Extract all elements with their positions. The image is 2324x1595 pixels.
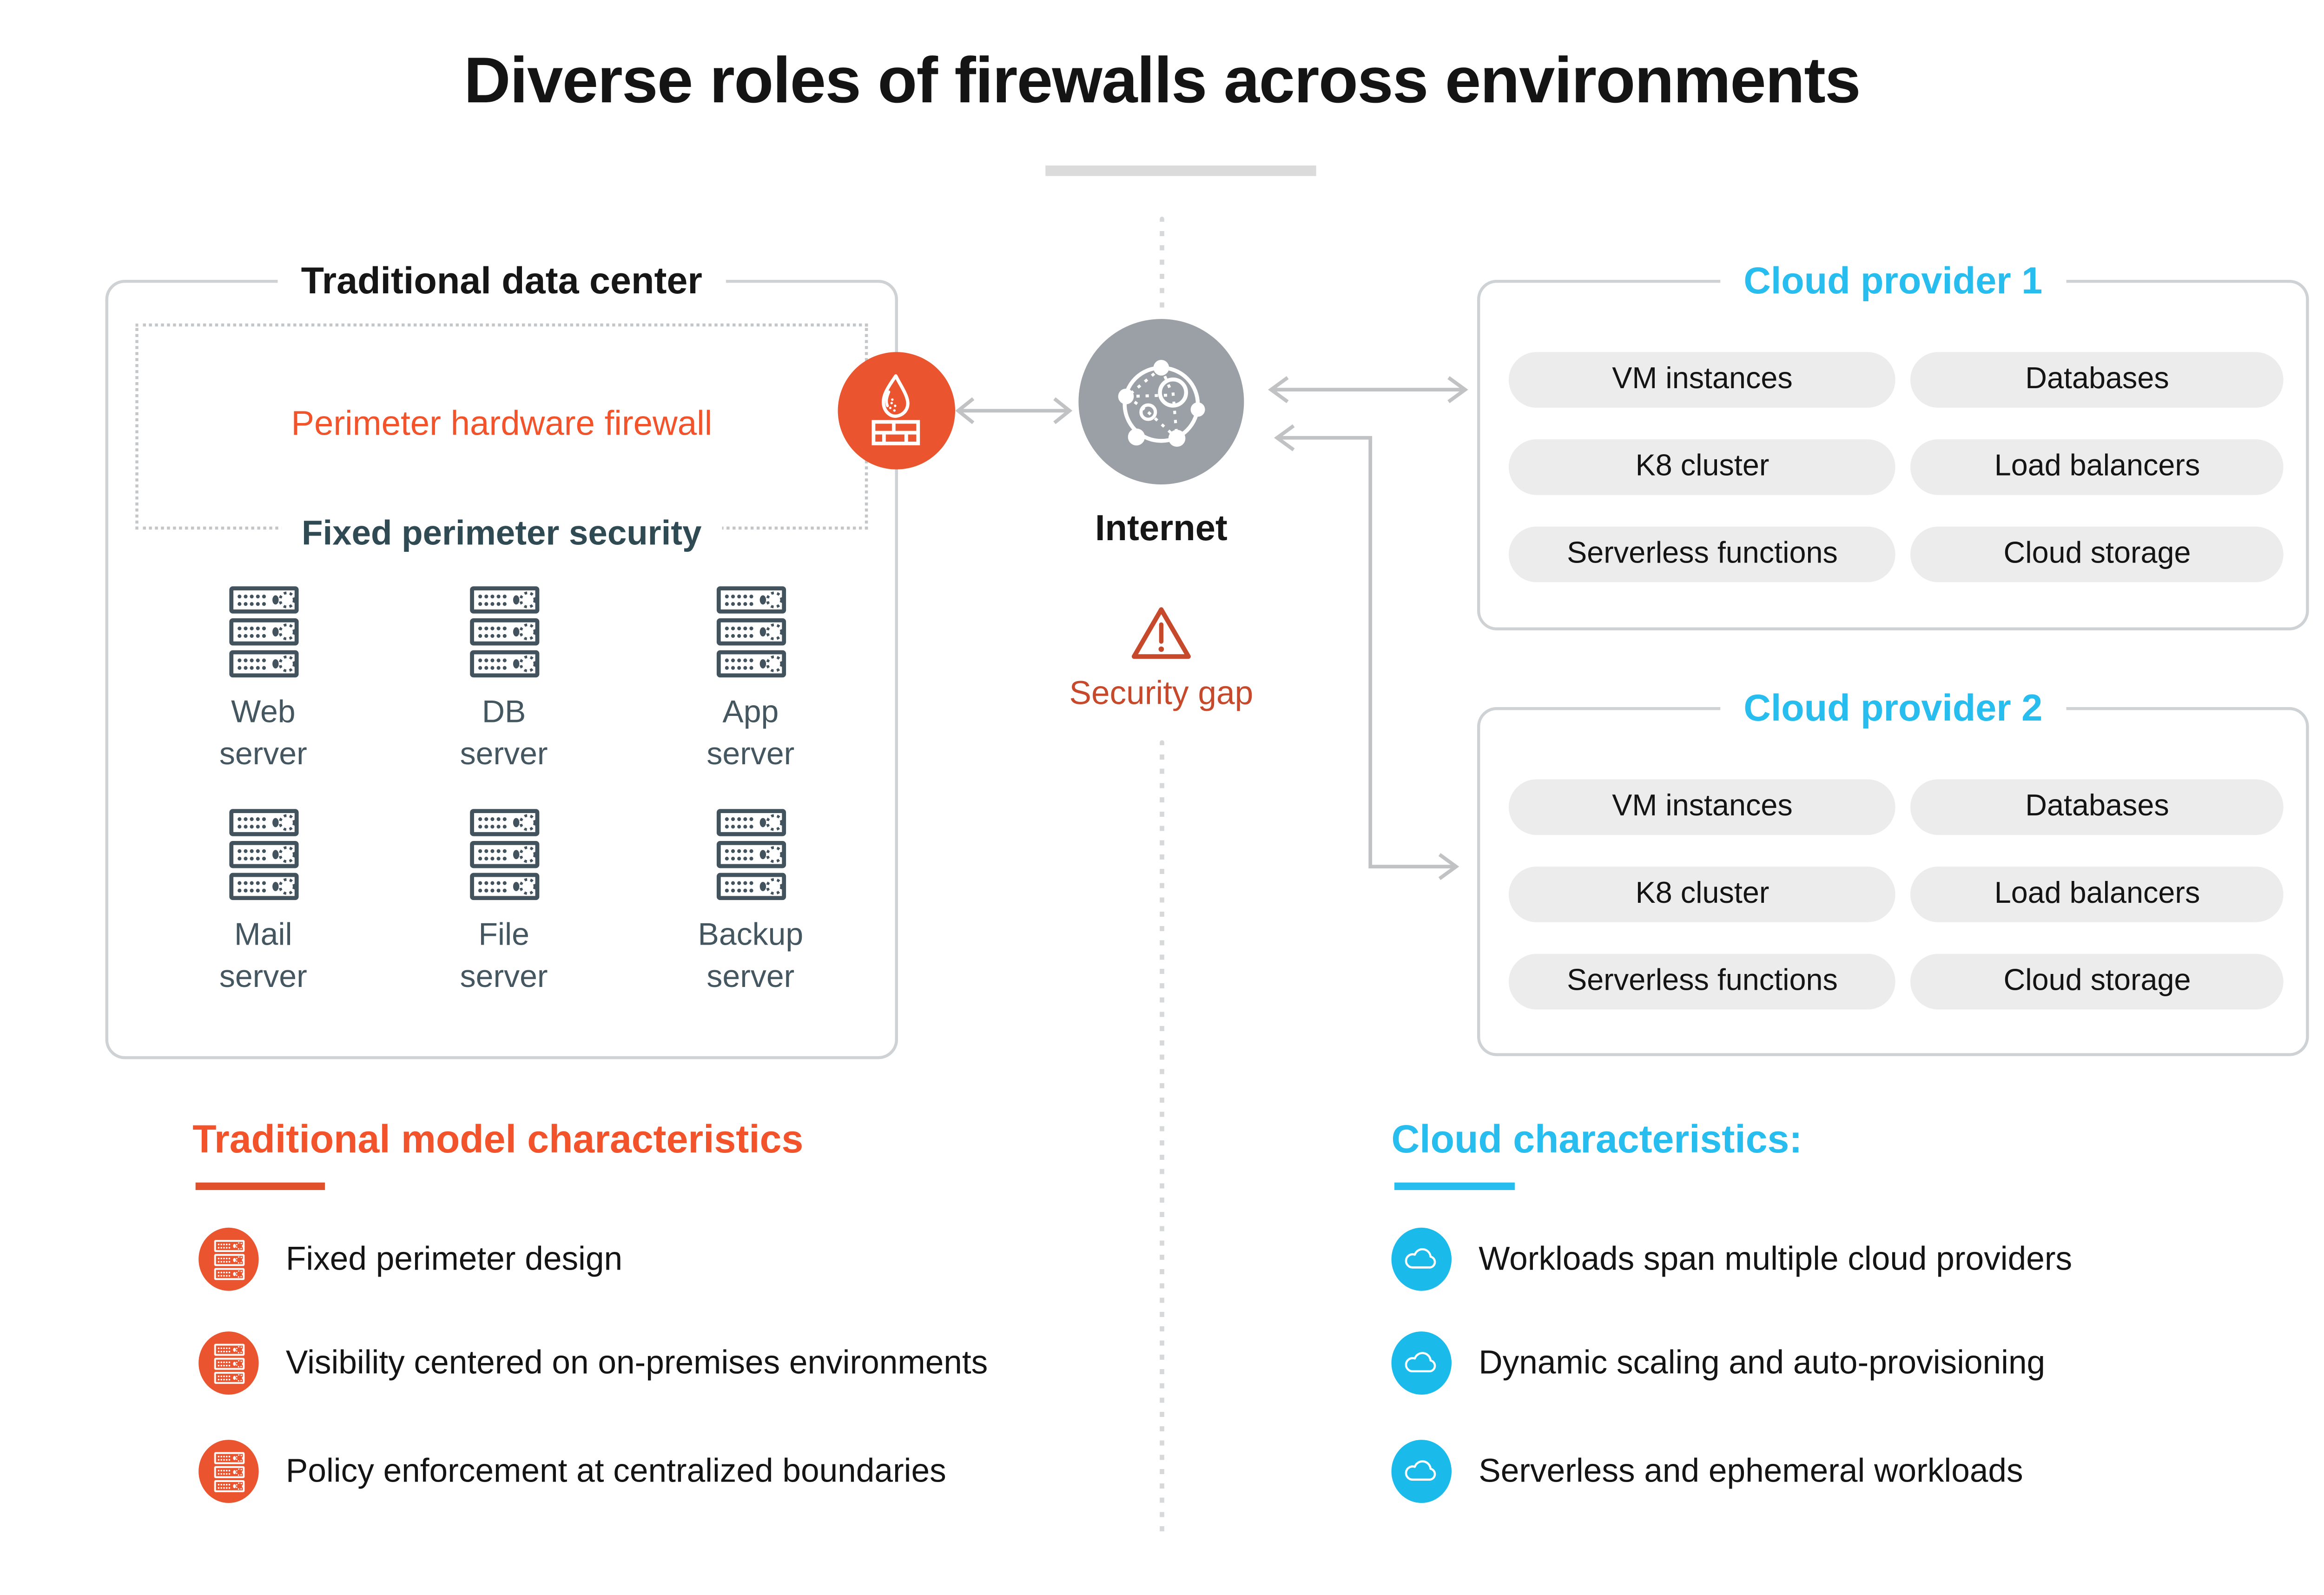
traditional-data-center-box: Traditional data center Perimeter hardwa… [105,257,898,1059]
list-item: Dynamic scaling and auto-provisioning [1391,1330,2046,1396]
server-rack-icon [228,584,298,680]
server-label: App server [706,695,795,772]
arrow-firewall-internet [955,397,1073,424]
internet-node [1078,319,1244,485]
server-rack-icon [228,807,298,903]
perimeter-firewall-label: Perimeter hardware firewall [291,403,713,443]
server-item: App server [660,584,841,775]
arrow-internet-cloud2 [1274,424,1459,880]
list-item-label: Dynamic scaling and auto-provisioning [1479,1343,2046,1381]
cloud-provider-2-box: Cloud provider 2 VM instances Databases … [1477,684,2309,1056]
server-bullet-icon [198,1227,259,1291]
service-pill: Load balancers [1911,439,2284,495]
cloud-characteristics-underline [1394,1182,1515,1190]
service-pill: VM instances [1508,779,1896,835]
title-divider [1045,165,1316,176]
cloud-bullet-icon [1391,1331,1452,1395]
internet-network-icon [1112,352,1211,451]
security-gap-label: Security gap [1069,674,1254,712]
server-rack-icon [715,584,786,680]
service-pill: Databases [1911,352,2284,408]
service-pill: Cloud storage [1911,953,2284,1010]
list-item: Workloads span multiple cloud providers [1391,1226,2073,1292]
cloud-provider-1-title: Cloud provider 1 [1719,257,2067,305]
cloud-characteristics-title: Cloud characteristics: [1391,1116,1802,1162]
traditional-characteristics-title: Traditional model characteristics [192,1116,804,1162]
server-rack-icon [715,807,786,903]
list-item-label: Policy enforcement at centralized bounda… [285,1451,946,1489]
list-item: Policy enforcement at centralized bounda… [198,1438,946,1504]
server-label: Web server [219,695,307,772]
list-item-label: Fixed perimeter design [285,1239,623,1277]
server-item: DB server [414,584,594,775]
list-item-label: Serverless and ephemeral workloads [1479,1451,2023,1489]
server-label: Mail server [219,918,307,994]
cloud-bullet-icon [1391,1227,1452,1291]
server-rack-icon [469,584,539,680]
list-item: Serverless and ephemeral workloads [1391,1438,2023,1504]
center-dashed-line-top [1160,217,1164,316]
list-item: Fixed perimeter design [198,1226,622,1292]
perimeter-dotted-box: Perimeter hardware firewall Fixed perime… [135,323,868,554]
perimeter-firewall-node [838,352,956,470]
server-item: File server [414,807,594,998]
list-item: Visibility centered on on-premises envir… [198,1330,988,1396]
traditional-data-center-title: Traditional data center [277,257,726,305]
service-pill: K8 cluster [1508,439,1896,495]
server-label: File server [460,918,548,994]
cloud-provider-1-box: Cloud provider 1 VM instances Databases … [1477,257,2309,630]
server-label: Backup server [698,918,804,994]
service-pill: Cloud storage [1911,526,2284,582]
service-pill: K8 cluster [1508,867,1896,922]
list-item-label: Workloads span multiple cloud providers [1479,1239,2073,1277]
service-pill: Serverless functions [1508,526,1896,582]
fixed-perimeter-security-label: Fixed perimeter security [280,513,723,554]
traditional-characteristics-underline [195,1182,325,1190]
cloud-provider-1-services: VM instances Databases K8 cluster Load b… [1508,352,2284,582]
firewall-icon [862,373,931,449]
warning-icon [1129,605,1193,662]
internet-label: Internet [1095,508,1228,549]
service-pill: Databases [1911,779,2284,835]
server-bullet-icon [198,1331,259,1395]
server-label: DB server [460,695,548,772]
arrow-internet-cloud1 [1268,376,1468,404]
service-pill: Load balancers [1911,867,2284,922]
service-pill: VM instances [1508,352,1896,408]
server-item: Mail server [173,807,353,998]
cloud-provider-2-title: Cloud provider 2 [1719,684,2067,733]
server-bullet-icon [198,1440,259,1503]
cloud-bullet-icon [1391,1440,1452,1503]
list-item-label: Visibility centered on on-premises envir… [285,1343,988,1381]
service-pill: Serverless functions [1508,953,1896,1010]
cloud-provider-2-services: VM instances Databases K8 cluster Load b… [1508,779,2284,1010]
page-title: Diverse roles of firewalls across enviro… [464,45,1861,118]
center-dashed-line-bottom [1160,740,1164,1541]
server-rack-icon [469,807,539,903]
server-item: Backup server [660,807,841,998]
server-item: Web server [173,584,353,775]
